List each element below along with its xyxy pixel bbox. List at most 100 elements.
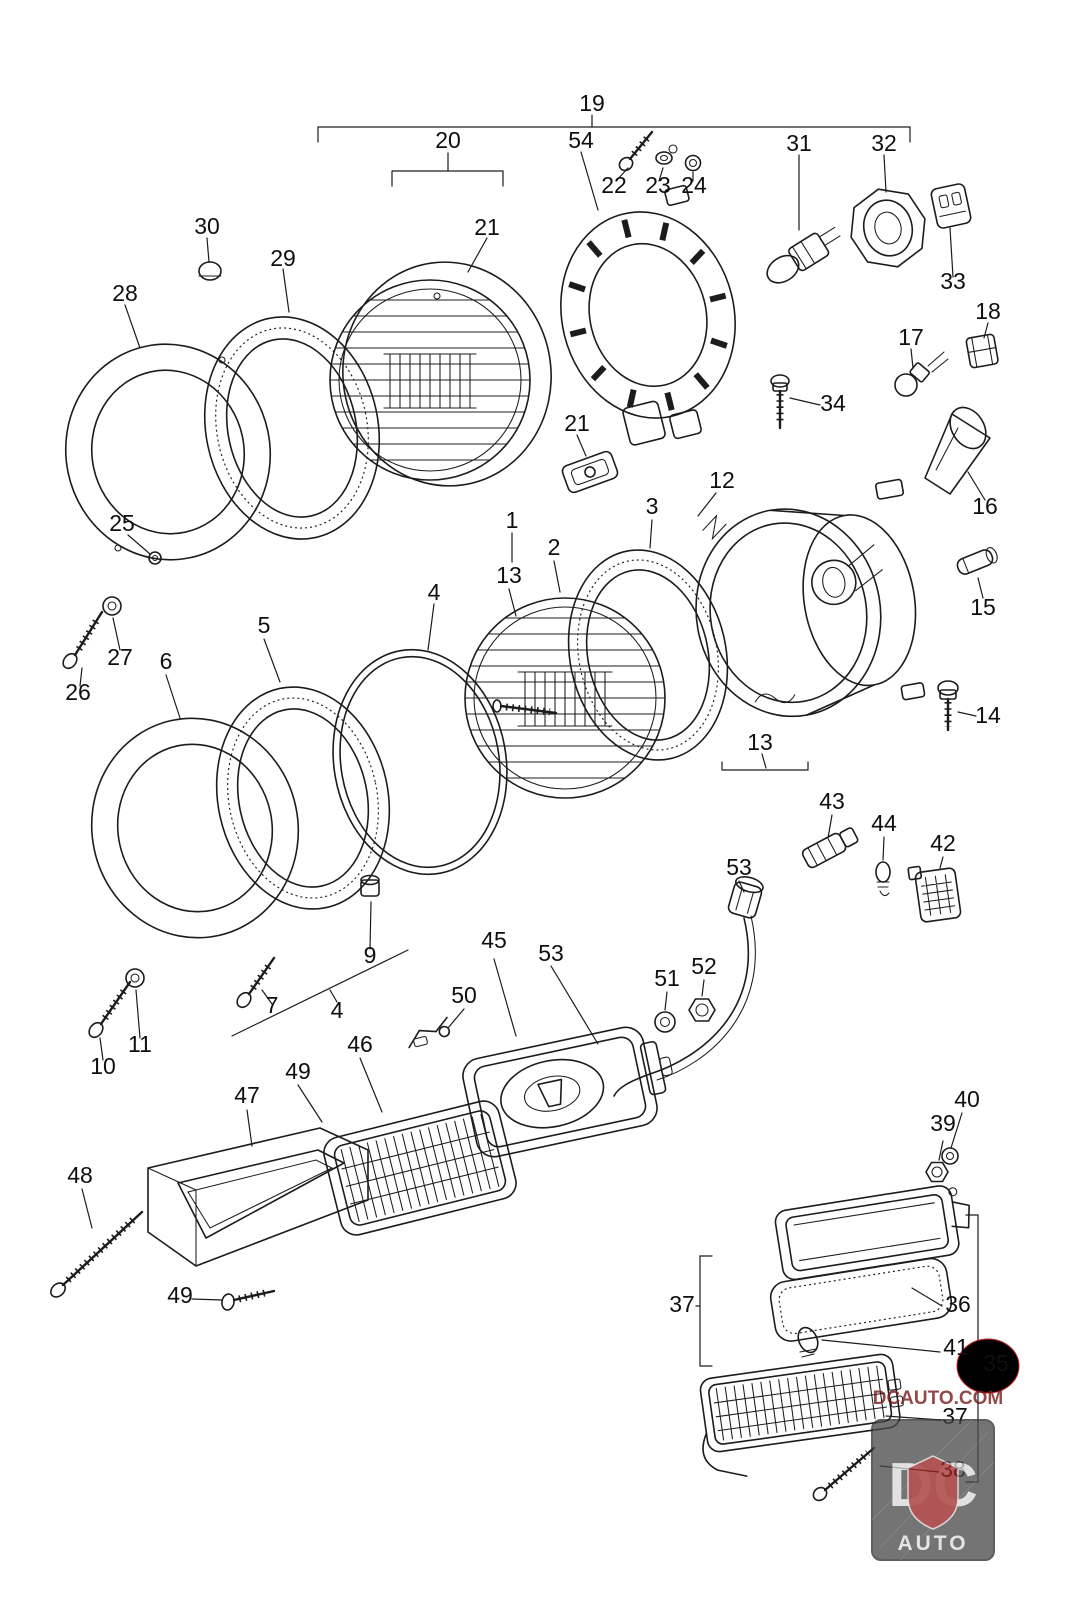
part-52-nut	[688, 979, 716, 1022]
part-label-37a: 37	[669, 1291, 695, 1317]
part-36-signal-housing	[774, 1185, 970, 1281]
part-1-2-headlamp-lens	[464, 597, 666, 799]
part-4-trim-ring	[332, 648, 508, 876]
part-47-fog-housing	[147, 1127, 369, 1267]
part-30-cap	[198, 261, 222, 281]
part-41-bulb	[797, 1326, 819, 1358]
part-51-washer	[654, 991, 676, 1033]
part-3-gasket-ring	[567, 549, 729, 761]
part-7-screw	[236, 956, 276, 1009]
part-44-bulb	[875, 861, 891, 897]
part-label-46: 46	[347, 1031, 373, 1057]
bracket-20	[391, 152, 504, 187]
part-16-reflector-cone	[924, 406, 991, 495]
part-20-21-headlamp-lens	[329, 261, 552, 487]
part-48-screw	[50, 1188, 144, 1298]
part-50-clamp	[408, 1016, 451, 1049]
part-18-connector	[965, 333, 999, 369]
part-label-13b: 13	[747, 729, 773, 755]
part-38-screw	[812, 1446, 876, 1502]
part-label-31: 31	[786, 130, 812, 156]
part-11-washer	[125, 968, 145, 1039]
part-label-14: 14	[975, 702, 1001, 728]
part-labels: 19 20 54 22 23 24 31 32 30 21 29 28 33 1…	[65, 90, 1009, 1482]
part-label-42: 42	[930, 830, 956, 856]
part-label-45: 45	[481, 927, 507, 953]
part-42-relay	[907, 865, 962, 923]
part-label-6: 6	[160, 648, 173, 674]
part-6-retaining-rim	[90, 717, 300, 939]
part-21-clamp	[561, 450, 619, 494]
part-45-fog-lamp	[462, 1026, 673, 1158]
part-label-49a: 49	[285, 1058, 311, 1084]
part-label-12: 12	[709, 467, 735, 493]
part-label-53b: 53	[538, 940, 564, 966]
part-10-screw	[88, 980, 132, 1061]
leader-lines-top	[124, 151, 989, 457]
bracket-13b	[721, 753, 809, 771]
part-label-29: 29	[270, 245, 296, 271]
part-27-washer	[102, 596, 122, 616]
part-34-screw	[770, 374, 790, 430]
logo-auto-text: AUTO	[897, 1532, 968, 1555]
part-25-stud	[127, 534, 162, 565]
part-label-10: 10	[90, 1053, 116, 1079]
part-24-washer	[684, 154, 702, 172]
watermark-url: DCAUTO.COM	[873, 1388, 1004, 1409]
part-label-52: 52	[691, 953, 717, 979]
part-label-17: 17	[898, 324, 924, 350]
watermark: DCAUTO.COM DC AUTO	[871, 1388, 1004, 1561]
part-label-23: 23	[645, 172, 671, 198]
part-label-9: 9	[364, 942, 377, 968]
part-label-22: 22	[601, 172, 627, 198]
part-label-2: 2	[548, 534, 561, 560]
part-label-11: 11	[128, 1031, 152, 1057]
part-label-21a: 21	[474, 214, 500, 240]
part-label-7: 7	[266, 992, 279, 1018]
part-label-51: 51	[654, 965, 680, 991]
lens-hatch	[329, 299, 531, 461]
part-label-35: 35	[983, 1350, 1009, 1376]
part-12-13-housing	[695, 478, 926, 718]
part-label-27: 27	[107, 644, 133, 670]
part-label-49b: 49	[167, 1282, 193, 1308]
leader-lines-fog	[231, 949, 599, 1045]
dc-auto-logo: DC AUTO	[871, 1419, 995, 1561]
part-23-washer	[655, 144, 678, 165]
part-label-54: 54	[568, 127, 594, 153]
part-33-connector	[930, 183, 972, 229]
part-label-16: 16	[972, 493, 998, 519]
part-22-screw	[618, 130, 654, 172]
part-label-21b: 21	[564, 410, 590, 436]
part-label-5: 5	[258, 612, 271, 638]
ring-slots	[568, 219, 728, 411]
part-37-signal-lens	[699, 1353, 904, 1477]
part-label-26: 26	[65, 679, 91, 705]
part-43-connector	[801, 827, 859, 869]
part-28-retaining-rim	[64, 343, 272, 561]
bracket-19	[317, 114, 911, 143]
part-label-28: 28	[112, 280, 138, 306]
leader-lines-46-47-49	[246, 1057, 383, 1147]
part-9-buffer	[360, 874, 380, 950]
part-40-washer	[941, 1147, 959, 1165]
part-label-44: 44	[871, 810, 897, 836]
logo-shield-icon	[907, 1455, 959, 1530]
part-label-53a: 53	[726, 854, 752, 880]
part-label-50: 50	[451, 982, 477, 1008]
part-label-4a: 4	[428, 579, 441, 605]
part-label-40: 40	[954, 1086, 980, 1112]
leader-lines-middle	[79, 471, 986, 1161]
bracket-37a	[695, 1255, 713, 1367]
part-label-19: 19	[579, 90, 605, 116]
part-label-20: 20	[435, 127, 461, 153]
part-label-34: 34	[820, 390, 846, 416]
part-label-15: 15	[970, 594, 996, 620]
part-label-43: 43	[819, 788, 845, 814]
part-label-39: 39	[930, 1110, 956, 1136]
part-label-32: 32	[871, 130, 897, 156]
part-label-1: 1	[506, 507, 519, 533]
part-label-33: 33	[940, 268, 966, 294]
part-36-gasket	[769, 1257, 953, 1342]
